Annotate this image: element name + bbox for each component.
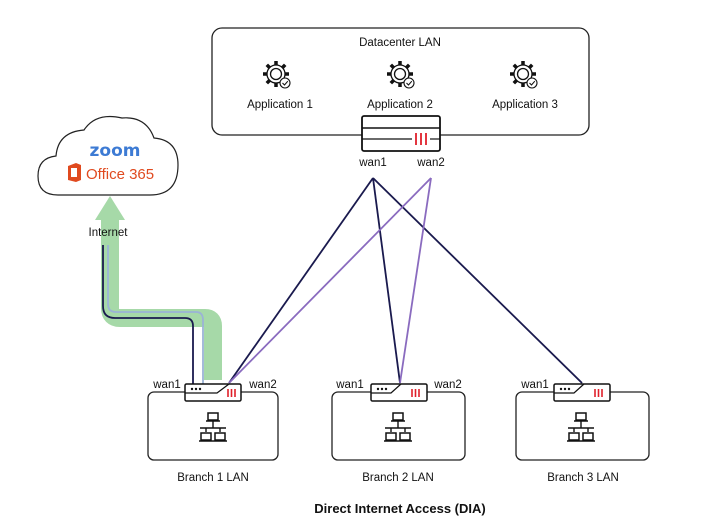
internet-path bbox=[95, 196, 222, 380]
wan-links bbox=[228, 177, 583, 384]
link-dc-wan1-branch2 bbox=[372, 177, 401, 384]
datacenter-firewall-icon bbox=[361, 115, 441, 152]
zoom-logo: zoom bbox=[90, 141, 141, 161]
application-2-label: Application 2 bbox=[367, 99, 433, 111]
wan1-internet-line bbox=[102, 245, 194, 384]
branch-2-wan2-label: wan2 bbox=[433, 379, 462, 391]
link-dc-wan2-branch2 bbox=[399, 177, 432, 384]
wan2-internet-line bbox=[107, 245, 204, 384]
branch-2-firewall-icon bbox=[370, 383, 428, 402]
link-dc-wan1-branch1 bbox=[228, 177, 374, 384]
application-1-label: Application 1 bbox=[247, 99, 313, 111]
link-dc-wan1-branch3 bbox=[372, 177, 583, 384]
internet-label: Internet bbox=[89, 227, 129, 239]
branch-3-wan1-label: wan1 bbox=[520, 379, 549, 391]
datacenter-wan2-label: wan2 bbox=[416, 157, 445, 169]
branch-2-wan1-label: wan1 bbox=[335, 379, 364, 391]
branch-3-lan-label: Branch 3 LAN bbox=[547, 472, 619, 484]
branch-3-firewall-icon bbox=[553, 383, 611, 402]
branch-1-lan-label: Branch 1 LAN bbox=[177, 472, 249, 484]
branch-1-wan2-label: wan2 bbox=[248, 379, 277, 391]
link-dc-wan2-branch1 bbox=[228, 177, 432, 384]
branch-3-network-icon bbox=[567, 412, 595, 442]
application-1-gear-icon bbox=[263, 61, 291, 89]
branch-2-lan-label: Branch 2 LAN bbox=[362, 472, 434, 484]
application-3-label: Application 3 bbox=[492, 99, 558, 111]
office-365-label: Office 365 bbox=[86, 166, 154, 183]
branch-1-wan1-label: wan1 bbox=[152, 379, 181, 391]
application-3-gear-icon bbox=[510, 61, 538, 89]
branch-2-network-icon bbox=[384, 412, 412, 442]
datacenter-lan-label: Datacenter LAN bbox=[359, 37, 441, 49]
branch-1-firewall-icon bbox=[184, 383, 242, 402]
datacenter-wan1-label: wan1 bbox=[358, 157, 387, 169]
diagram-title: Direct Internet Access (DIA) bbox=[314, 501, 485, 516]
branch-3-lan-box bbox=[515, 391, 650, 461]
application-2-gear-icon bbox=[387, 61, 415, 89]
office-365-icon bbox=[68, 163, 81, 182]
branch-1-network-icon bbox=[199, 412, 227, 442]
